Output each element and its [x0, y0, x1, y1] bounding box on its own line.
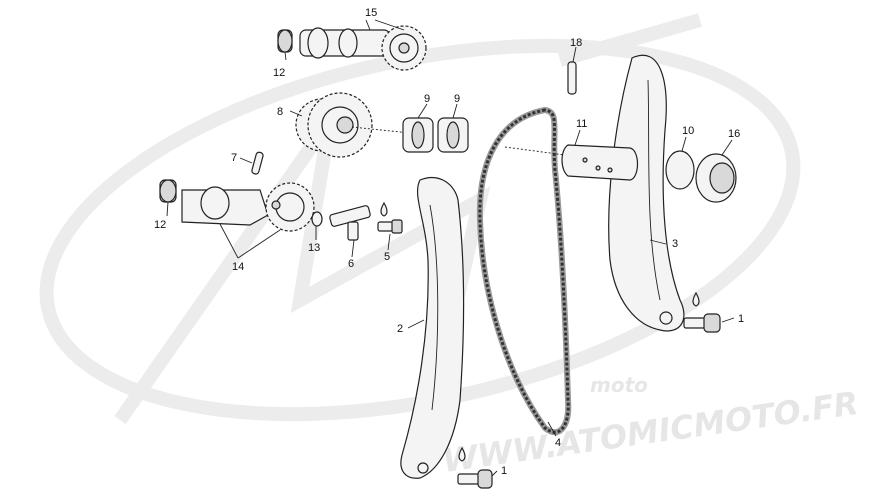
part-2-chain-guide [400, 177, 465, 479]
part-15-camshaft-intake [299, 25, 427, 71]
callout-7: 7 [231, 152, 237, 164]
callout-9: 9 [424, 93, 430, 105]
part-12-cap-top [277, 29, 293, 53]
callout-1: 1 [738, 313, 744, 325]
part-1-bolt-upper [683, 313, 721, 333]
callout-13: 13 [308, 242, 320, 254]
callout-16: 16 [728, 128, 740, 140]
part-16-plug [695, 153, 737, 203]
part-9-needle-bearing-b [437, 117, 469, 153]
part-12-cap-lower [159, 179, 177, 203]
callout-12: 12 [273, 67, 285, 79]
callout-8: 8 [277, 106, 283, 118]
watermark-brand: moto [590, 373, 648, 397]
callout-2: 2 [397, 323, 403, 335]
callout-6: 6 [348, 258, 354, 270]
part-13-circlip [311, 211, 323, 227]
callout-9: 9 [454, 93, 460, 105]
callout-leaders [166, 19, 735, 477]
callout-10: 10 [682, 125, 694, 137]
callout-labels: 15 12 18 8 9 9 11 10 16 7 12 13 6 5 14 3… [154, 7, 744, 477]
callout-14: 14 [232, 261, 244, 273]
callout-15: 15 [365, 7, 377, 19]
part-7-pin [251, 151, 264, 175]
part-9-needle-bearing-a [402, 117, 434, 153]
oil-drop-icon [692, 291, 700, 307]
part-10-o-ring [665, 150, 695, 190]
part-4-timing-chain [476, 106, 572, 436]
callout-11: 11 [576, 118, 587, 130]
part-3-tensioner-guide [608, 54, 685, 332]
part-11-tensioner-block [561, 144, 639, 181]
part-18-dowel-pin [567, 61, 577, 95]
oil-drop-icon [458, 446, 466, 462]
callout-5: 5 [384, 251, 390, 263]
callout-1: 1 [501, 465, 507, 477]
callout-18: 18 [570, 37, 582, 49]
part-5-bolt [377, 219, 403, 234]
callout-3: 3 [672, 238, 678, 250]
part-1-bolt-lower [457, 469, 493, 489]
oil-drop-icon [380, 201, 388, 217]
part-14-camshaft-exhaust [181, 182, 315, 232]
part-8-idler-sprocket [295, 92, 373, 158]
callout-12: 12 [154, 219, 166, 231]
part-6-tensioner-adjuster [329, 205, 371, 241]
callout-4: 4 [555, 437, 561, 449]
